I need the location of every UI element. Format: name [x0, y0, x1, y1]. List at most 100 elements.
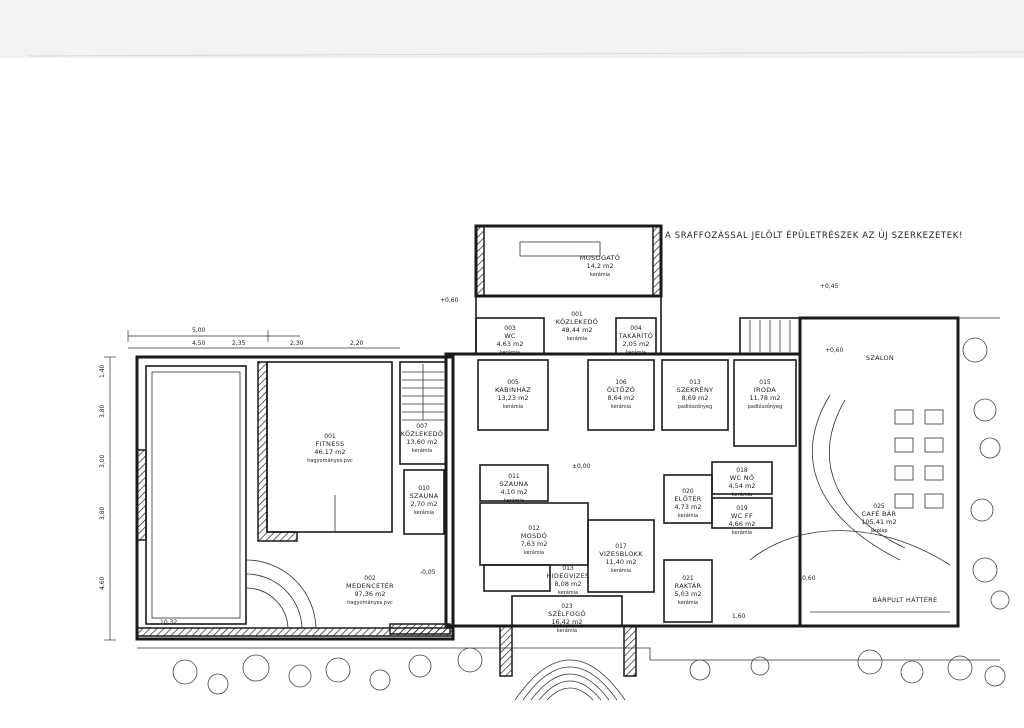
room-area: 7,63 m2 — [520, 540, 547, 548]
room-area: 16,42 m2 — [551, 618, 582, 626]
room-oltozo — [587, 359, 655, 431]
room-name: WC FF — [731, 512, 753, 520]
room-floor: kerámia — [626, 349, 646, 356]
room-sauna — [479, 464, 549, 502]
level-5: +0,60 — [825, 347, 844, 354]
pool-outer-wall — [135, 355, 455, 641]
room-area: 8,69 m2 — [681, 394, 708, 402]
room-floor: kerámia — [678, 599, 698, 606]
level-1: +0,45 — [820, 283, 839, 290]
entrance-steps — [514, 659, 626, 701]
room-num: 023 — [561, 603, 573, 610]
room-wcferfi — [711, 497, 773, 529]
room-takarito — [615, 317, 657, 355]
terrace-outline — [137, 647, 1000, 661]
room-floor: kerámia — [500, 349, 520, 356]
room-num: 025 — [873, 503, 885, 510]
hatched-wall-kitchen-right — [652, 225, 662, 297]
cafe-tables — [894, 409, 944, 509]
dim-bottom-b: 1,60 — [732, 613, 746, 620]
new-structures-note: A SRAFFOZÁSSAL JELÖLT ÉPÜLETRÉSZEK AZ ÚJ… — [665, 229, 963, 241]
room-szelfogo — [511, 595, 623, 627]
room-iroda — [733, 359, 797, 447]
room-name: ÖLTÖZŐ — [607, 385, 635, 394]
room-name: SZÉLFOGÓ — [548, 609, 586, 618]
room-floor: kerámia — [557, 627, 577, 634]
room-area: 8,64 m2 — [607, 394, 634, 402]
room-num: 007 — [416, 423, 428, 430]
room-vizes — [587, 519, 655, 593]
room-num: 018 — [736, 467, 748, 474]
room-name: KABINHÁZ — [495, 385, 531, 394]
room-name: HIDEGVIZES — [546, 572, 589, 580]
dim-top-b: 2,35 — [232, 340, 246, 347]
dim-bottom-a: 10,32 — [160, 619, 177, 626]
dim-left-0: 1,40 — [99, 364, 106, 378]
kitchen-counter — [519, 241, 601, 257]
room-name: CAFÉ BÁR — [862, 509, 897, 518]
room-area: 48,44 m2 — [561, 326, 592, 334]
room-num: 001 — [324, 433, 336, 440]
hatched-wall-pool-left — [136, 449, 147, 541]
room-name: RAKTÁR — [675, 581, 702, 590]
page-shadow — [0, 0, 1024, 58]
level-4: -0,60 — [800, 575, 816, 582]
room-wcno — [711, 461, 773, 495]
dim-left-2: 3,00 — [99, 454, 106, 468]
room-name: FITNESS — [316, 440, 345, 448]
dim-top-span: 5,00 — [192, 327, 206, 334]
room-name: WC — [504, 332, 516, 340]
cafe-bar-arc — [749, 530, 951, 566]
stair-treads — [402, 364, 444, 421]
hatched-wall-pool-bottom — [136, 627, 454, 637]
room-name: SZAUNA — [410, 492, 439, 500]
dim-top-a: 4,50 — [192, 340, 206, 347]
room-num: 002 — [364, 575, 376, 582]
room-area: 4,73 m2 — [674, 503, 701, 511]
room-num: 012 — [528, 525, 540, 532]
hatched-wall-bottom-strip — [389, 623, 451, 635]
room-num: 011 — [508, 473, 520, 480]
room-num: 020 — [682, 488, 694, 495]
room-floor: kerámia — [504, 497, 524, 504]
room-floor: kerámia — [503, 403, 523, 410]
landscaping-trees — [172, 337, 1010, 695]
room-name: MOSOGATÓ — [580, 253, 620, 262]
room-name: KÖZLEKEDŐ — [556, 317, 598, 326]
room-name: SZALON — [866, 354, 894, 362]
pool-basin-inner — [151, 371, 241, 619]
room-name: KÖZLEKEDŐ — [401, 429, 443, 438]
room-area: 4,10 m2 — [500, 488, 527, 496]
room-floor: kerámia — [732, 491, 752, 498]
room-num: 106 — [615, 379, 627, 386]
room-num: 004 — [630, 325, 642, 332]
hatched-entrance-wall — [499, 625, 513, 677]
room-floor: kerámia — [611, 567, 631, 574]
room-floor: kerámia — [524, 549, 544, 556]
fitness-room — [266, 361, 393, 533]
hatched-entrance-wall-right — [623, 625, 637, 677]
room-floor: hagyományos pvc — [347, 599, 393, 606]
room-area: 11,78 m2 — [749, 394, 780, 402]
room-name: BÁRPULT HÁTTÉRE — [873, 595, 938, 604]
dim-left-group: 1,40 3,80 3,00 3,80 4,60 — [99, 364, 106, 590]
room-num: 010 — [418, 485, 430, 492]
room-name: IRODA — [754, 386, 777, 394]
room-num: 015 — [759, 379, 771, 386]
room-area: 4,63 m2 — [496, 340, 523, 348]
room-area: 14,2 m2 — [586, 262, 613, 270]
